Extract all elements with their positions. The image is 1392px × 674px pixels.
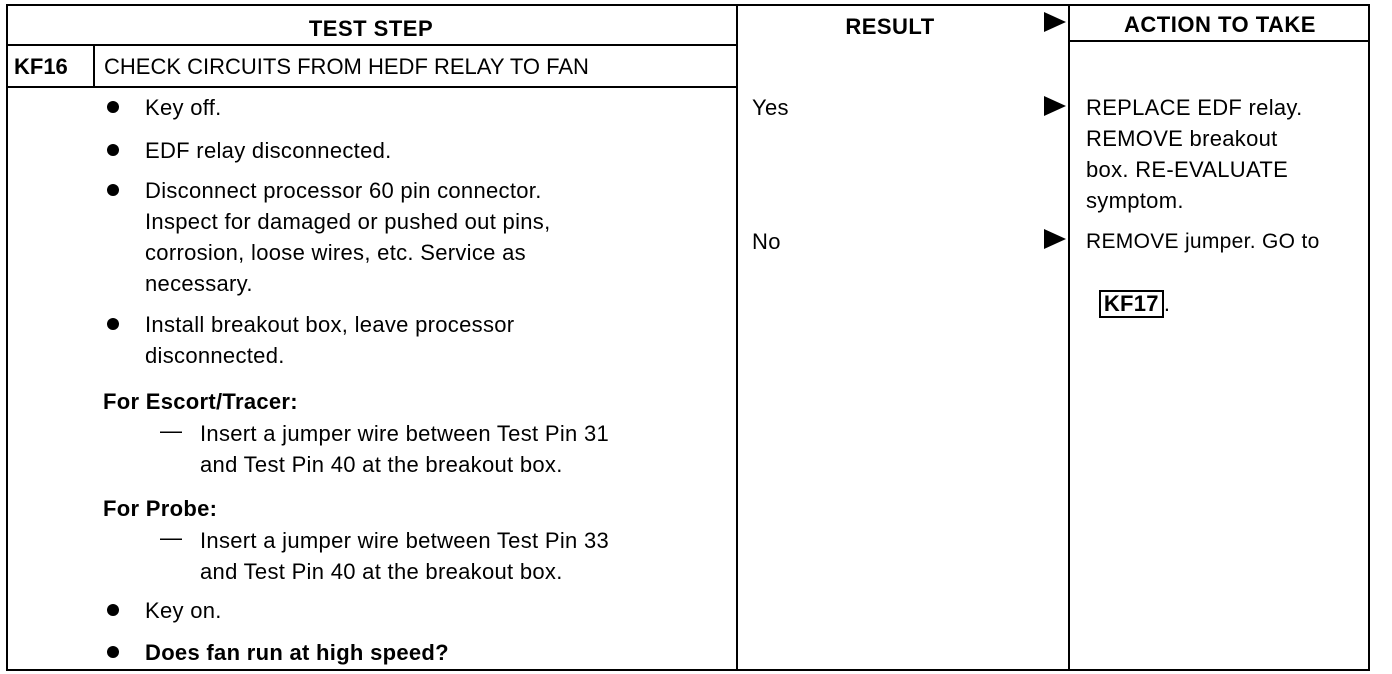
bullet-icon [107,144,119,156]
bullet-icon [107,101,119,113]
question-fan-high-speed: Does fan run at high speed? [145,640,449,665]
instruction-key-on: Key on. [145,598,222,623]
escort-jumper-line2: and Test Pin 40 at the breakout box. [200,452,563,477]
escort-jumper-line1: Insert a jumper wire between Test Pin 31 [200,421,610,446]
column-divider-action [1068,4,1070,671]
dash-icon: — [160,418,182,443]
probe-heading: For Probe: [103,496,218,521]
instruction-disconnect-line1: Disconnect processor 60 pin connector. [145,178,542,203]
dash-icon: — [160,525,182,550]
escort-tracer-heading: For Escort/Tracer: [103,389,298,414]
bullet-icon [107,184,119,196]
instruction-disconnect-line4: necessary. [145,271,253,296]
step-id-divider [93,44,95,88]
table-frame [6,4,1370,671]
step-title-rule [6,86,738,88]
instruction-disconnect-line3: corrosion, loose wires, etc. Service as [145,240,526,265]
probe-jumper-line1: Insert a jumper wire between Test Pin 33 [200,528,610,553]
instruction-relay-disconnected: EDF relay disconnected. [145,138,392,163]
instruction-breakout-line1: Install breakout box, leave processor [145,312,515,337]
bullet-icon [107,604,119,616]
column-divider-result [736,4,738,671]
instruction-key-off: Key off. [145,95,222,120]
result-no-arrow-icon [1044,229,1066,249]
result-yes: Yes [752,95,789,120]
header-arrow-icon [1044,12,1066,32]
step-id: KF16 [14,54,68,79]
header-test-step: TEST STEP [308,16,434,41]
action-yes-line4: symptom. [1086,188,1184,213]
result-no: No [752,229,781,254]
bullet-icon [107,646,119,658]
action-no-line1: REMOVE jumper. GO to [1086,230,1320,253]
action-no-period: . [1163,291,1171,316]
header-action: ACTION TO TAKE [1124,12,1316,37]
action-no-line2: KF17. [1086,257,1170,319]
action-yes-line1: REPLACE EDF relay. [1086,95,1303,120]
result-yes-arrow-icon [1044,96,1066,116]
action-yes-line3: box. RE-EVALUATE [1086,157,1289,182]
header-rule-right [1068,40,1370,42]
step-title: CHECK CIRCUITS FROM HEDF RELAY TO FAN [104,54,589,79]
instruction-breakout-line2: disconnected. [145,343,285,368]
bullet-icon [107,318,119,330]
probe-jumper-line2: and Test Pin 40 at the breakout box. [200,559,563,584]
step-reference-link[interactable]: KF17 [1098,290,1164,318]
action-yes-line2: REMOVE breakout [1086,126,1278,151]
header-result: RESULT [845,14,935,39]
header-rule-left [6,44,738,46]
instruction-disconnect-line2: Inspect for damaged or pushed out pins, [145,209,551,234]
